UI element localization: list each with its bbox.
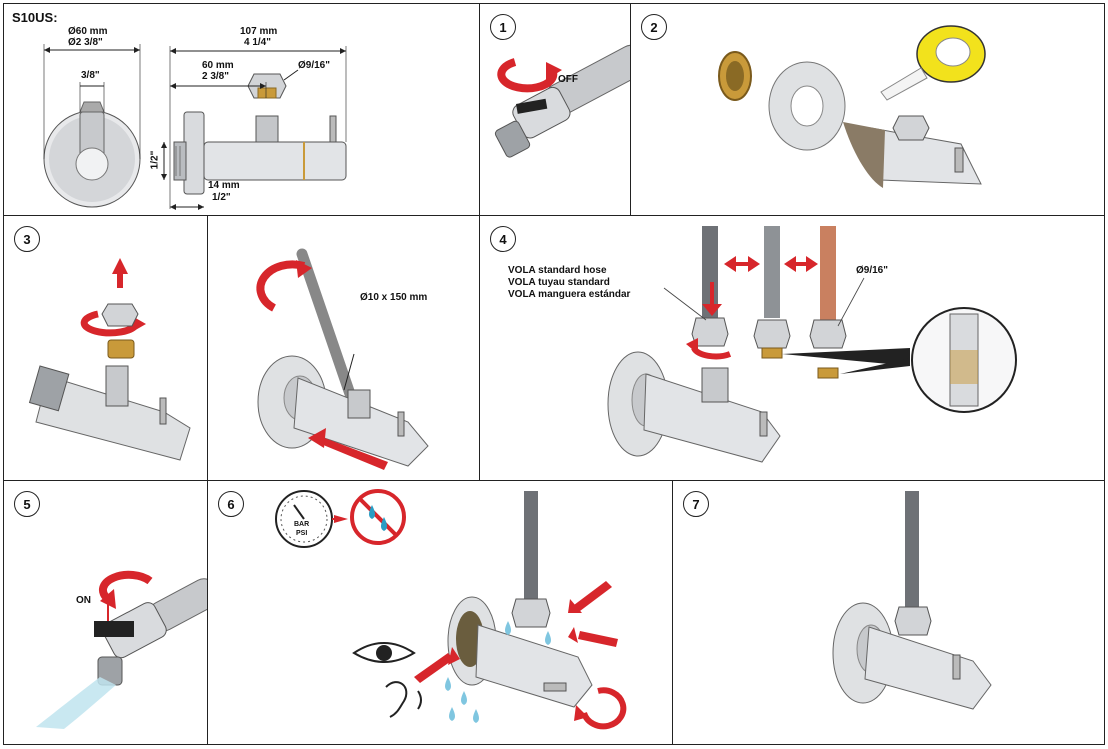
panel-step-7: 7 <box>672 480 1105 745</box>
panel-step-3a: 3 <box>3 215 208 481</box>
dim-nut-size: Ø9/16" <box>298 60 330 71</box>
dim-length-mm: 107 mm <box>240 26 278 37</box>
dim-depth-in: 1/2" <box>212 192 231 203</box>
hose-label-es: VOLA manguera estándar <box>508 289 631 300</box>
dim-diameter-in: Ø2 3/8" <box>68 37 103 48</box>
valve-off-illustration <box>494 44 630 158</box>
panel-step-5: 5 ON <box>3 480 208 745</box>
dim-three-eighths: 3/8" <box>81 70 100 81</box>
wall-mount-illustration <box>256 248 429 470</box>
dim-thread: 1/2" <box>149 150 161 170</box>
off-label: OFF <box>558 74 578 85</box>
hose-connection-illustration <box>607 226 1017 463</box>
dim-diameter-mm: Ø60 mm <box>68 26 108 37</box>
tool-size-label: Ø10 x 150 mm <box>360 292 428 303</box>
step-number: 3 <box>14 226 40 252</box>
step-number: 6 <box>218 491 244 517</box>
gauge-bar-label: BAR <box>294 521 310 528</box>
on-label: ON <box>76 595 91 606</box>
leak-check-illustration <box>275 489 627 730</box>
dim-offset-in: 2 3/8" <box>202 71 229 82</box>
panel-step-2: 2 <box>630 3 1105 216</box>
hose-label-en: VOLA standard hose <box>508 265 607 276</box>
step-number: 7 <box>683 491 709 517</box>
panel-dimensions: S10US: <box>3 3 480 216</box>
step-number: 4 <box>490 226 516 252</box>
nut-removal-illustration <box>28 258 191 461</box>
completed-install-illustration <box>832 491 992 710</box>
panel-step-1: 1 OFF <box>479 3 631 216</box>
dim-offset-mm: 60 mm <box>202 60 234 71</box>
panel-step-3b: Ø10 x 150 mm <box>207 215 480 481</box>
panel-step-6: 6 BAR PSI <box>207 480 673 745</box>
hose-label-fr: VOLA tuyau standard <box>508 277 610 288</box>
dim-depth-mm: 14 mm <box>208 180 240 191</box>
model-title: S10US: <box>12 10 58 25</box>
dim-length-in: 4 1/4" <box>244 37 271 48</box>
step-number: 5 <box>14 491 40 517</box>
dimension-drawing <box>43 44 347 210</box>
gauge-psi-label: PSI <box>296 530 308 537</box>
step-number: 2 <box>641 14 667 40</box>
teflon-tape-illustration <box>718 25 986 188</box>
step-number: 1 <box>490 14 516 40</box>
nut-size-label: Ø9/16" <box>856 265 888 276</box>
panel-step-4: 4 VOLA standard hose VOLA tuyau standard… <box>479 215 1105 481</box>
valve-on-illustration <box>36 570 207 729</box>
